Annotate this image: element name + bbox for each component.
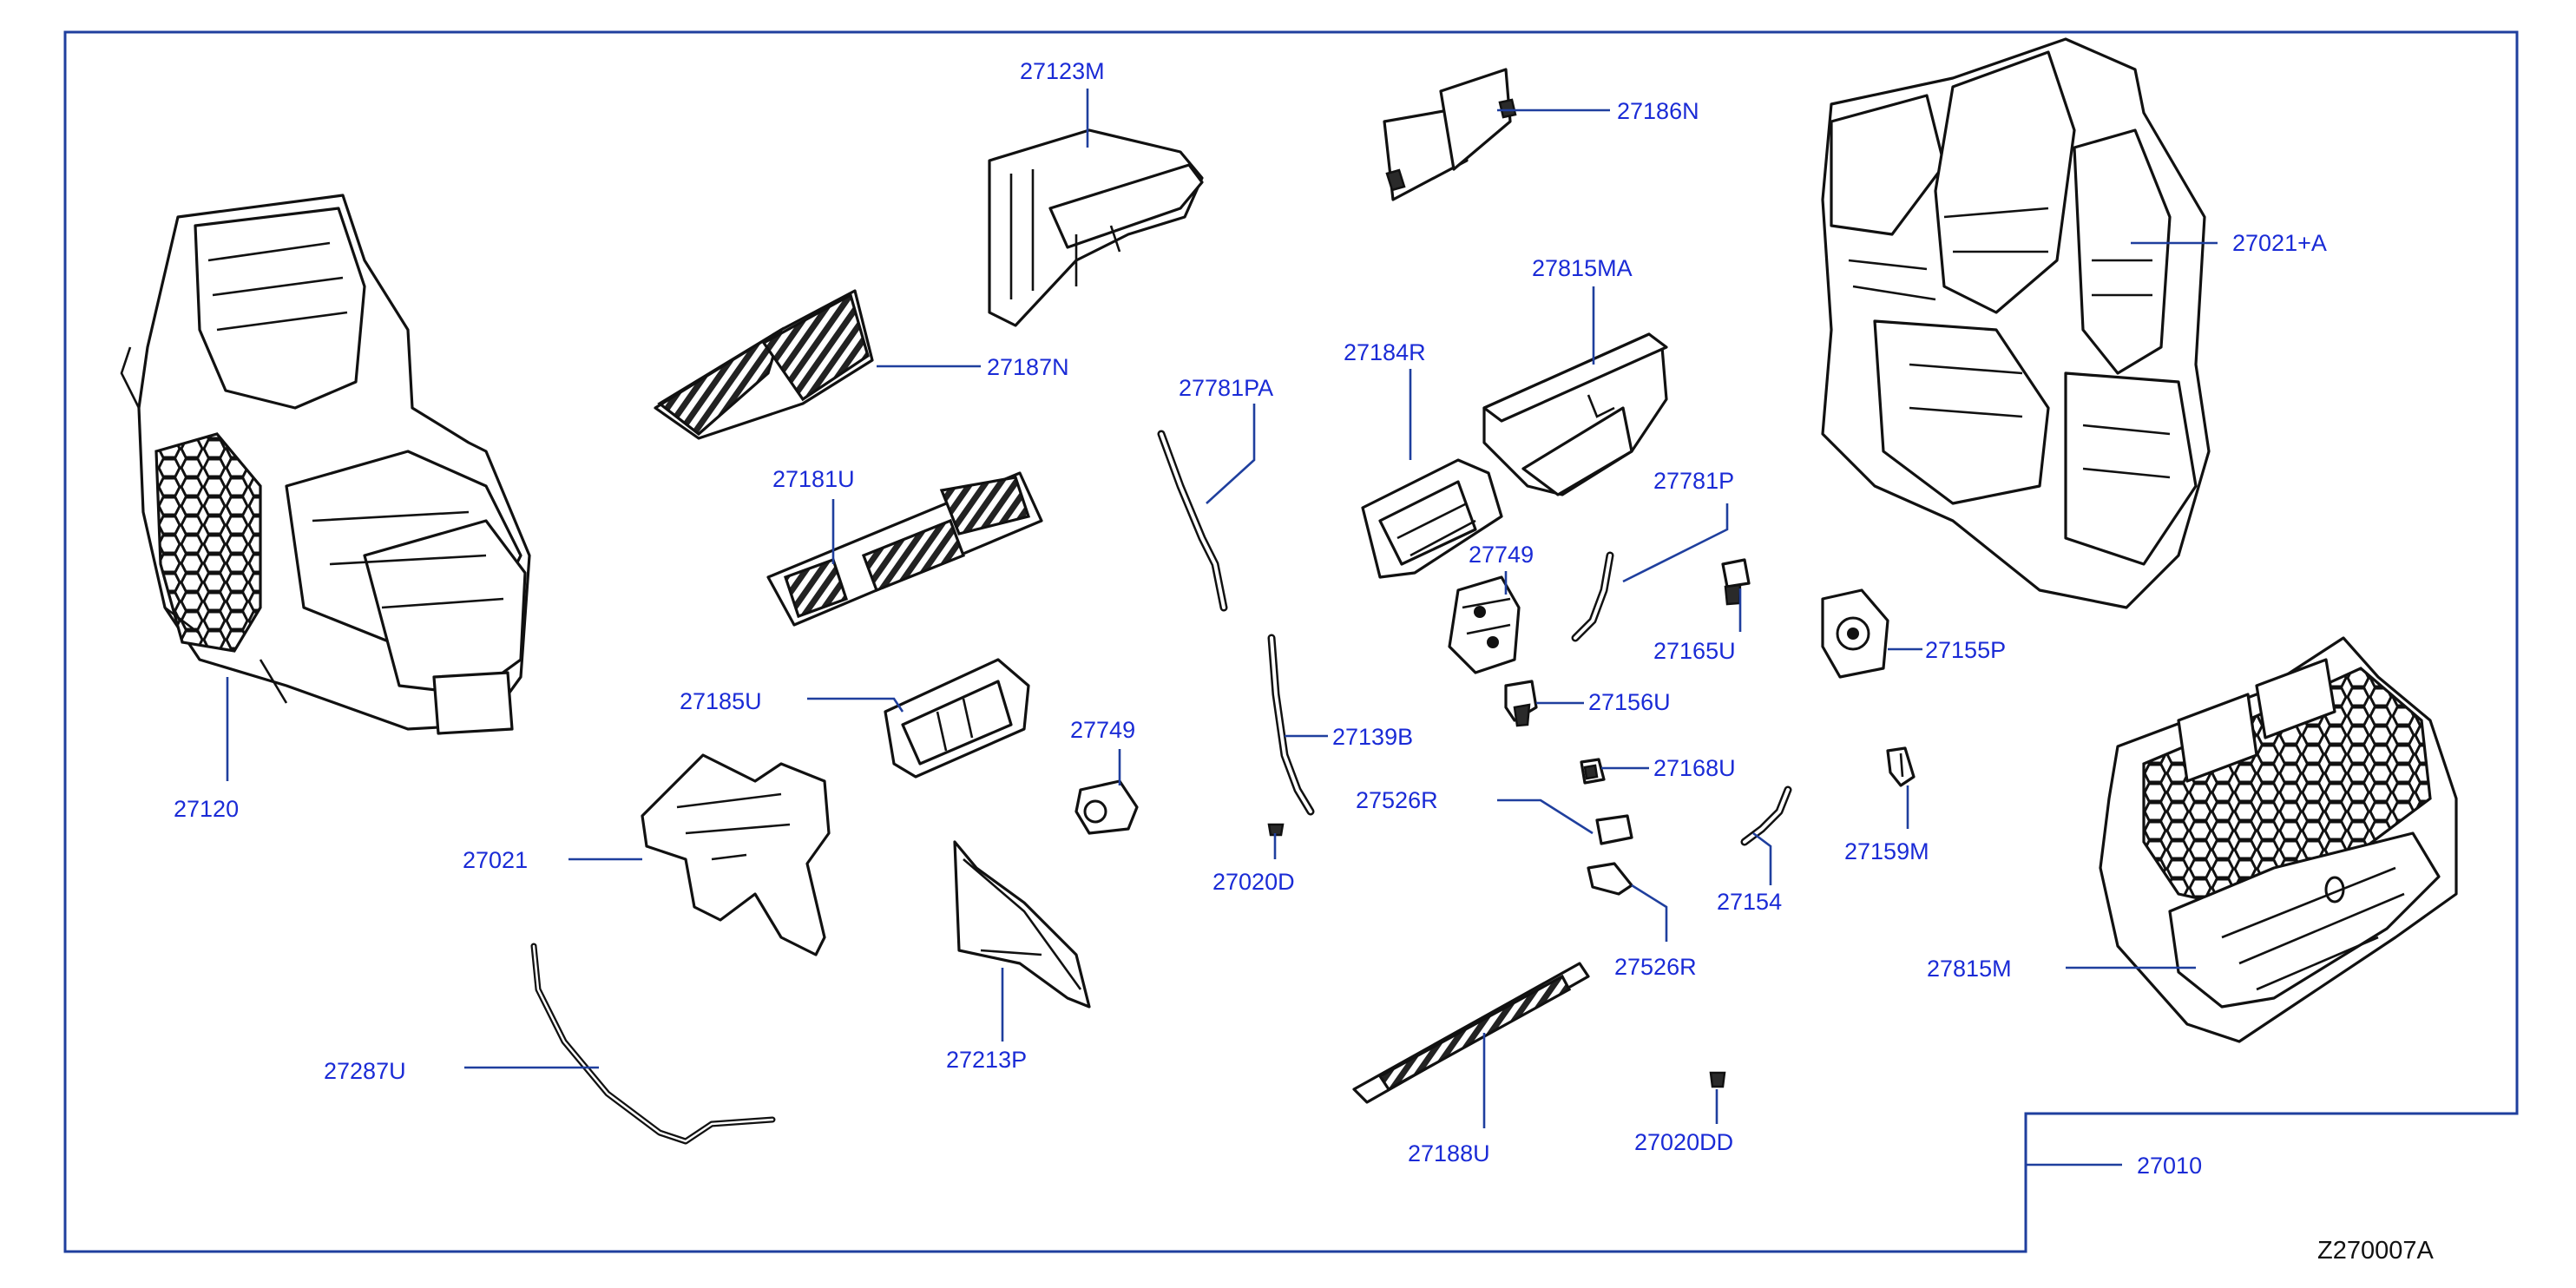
diagram-frame [63,30,2519,1253]
callout-27156U: 27156U [1588,689,1671,715]
actuator-27155P-drawing [1821,588,1889,679]
callout-27186N: 27186N [1617,98,1699,124]
callout-27184R: 27184R [1344,339,1426,365]
hose-27781P-drawing [1571,551,1614,642]
strip-27188U-drawing [1352,962,1590,1104]
callout-27749-lower: 27749 [1070,717,1135,743]
bracket-27021-drawing [641,753,831,956]
callout-27181U: 27181U [772,466,855,492]
callout-27815M: 27815M [1927,956,2012,982]
callout-27139B: 27139B [1332,724,1413,750]
callout-27168U: 27168U [1653,755,1736,781]
grille-27181U-drawing [766,471,1043,627]
grille-27187N-drawing [654,289,874,440]
callout-27187N: 27187N [987,354,1069,380]
callout-27185U: 27185U [680,688,762,714]
callout-27154: 27154 [1717,889,1782,915]
rod-27287U-drawing [530,943,776,1145]
sensor-27159M-drawing [1886,746,1916,787]
hose-27154-drawing [1740,785,1792,846]
callout-27526R-lower: 27526R [1614,954,1697,980]
callout-27188U: 27188U [1408,1140,1490,1166]
leader-lines [226,89,2218,1166]
duct-27123M-drawing [988,128,1204,327]
case-27815M-drawing [2099,636,2458,1043]
callout-27526R-upper: 27526R [1356,787,1438,813]
motor-27156U-drawing [1504,680,1538,727]
actuator-27749a-drawing [1448,575,1521,674]
duct-27815MA-drawing [1482,332,1668,496]
callout-27123M: 27123M [1020,58,1105,84]
vent-27184R-drawing [1361,458,1503,579]
callout-27287U: 27287U [324,1058,406,1084]
flap-27186N-drawing [1383,68,1517,201]
callout-27010: 27010 [2137,1153,2202,1179]
callout-27021: 27021 [463,847,528,873]
actuator-27749b-drawing [1074,779,1139,835]
clip-27526Rb-drawing [1587,862,1633,896]
callout-27165U: 27165U [1653,638,1736,664]
clip-27526Ra-drawing [1595,814,1633,845]
bolt-27165U-drawing [1721,558,1751,606]
callout-27155P: 27155P [1925,637,2006,663]
diagram-code: Z270007A [2317,1237,2434,1265]
hose-27139B-drawing [1267,634,1315,816]
callout-27020D: 27020D [1212,869,1295,895]
screw-27020D-drawing [1267,823,1285,837]
vent-27185U-drawing [884,658,1030,779]
clip-27168U-drawing [1580,758,1606,785]
hose-27781PA-drawing [1157,430,1228,612]
case-27021A-drawing [1821,37,2211,609]
heater-unit-27120-drawing [120,194,531,735]
callout-27020DD: 27020DD [1634,1129,1733,1155]
callout-27159M: 27159M [1844,838,1929,864]
callout-27749-upper: 27749 [1469,542,1534,568]
callout-27815MA: 27815MA [1532,255,1633,281]
link-27213P-drawing [953,840,1091,1009]
callout-27120: 27120 [174,796,239,822]
screw-27020DD-drawing [1709,1071,1726,1088]
callout-27213P: 27213P [946,1047,1027,1073]
callout-27781P: 27781P [1653,468,1734,494]
callout-27021A: 27021+A [2232,230,2327,256]
callout-27781PA: 27781PA [1179,375,1273,401]
